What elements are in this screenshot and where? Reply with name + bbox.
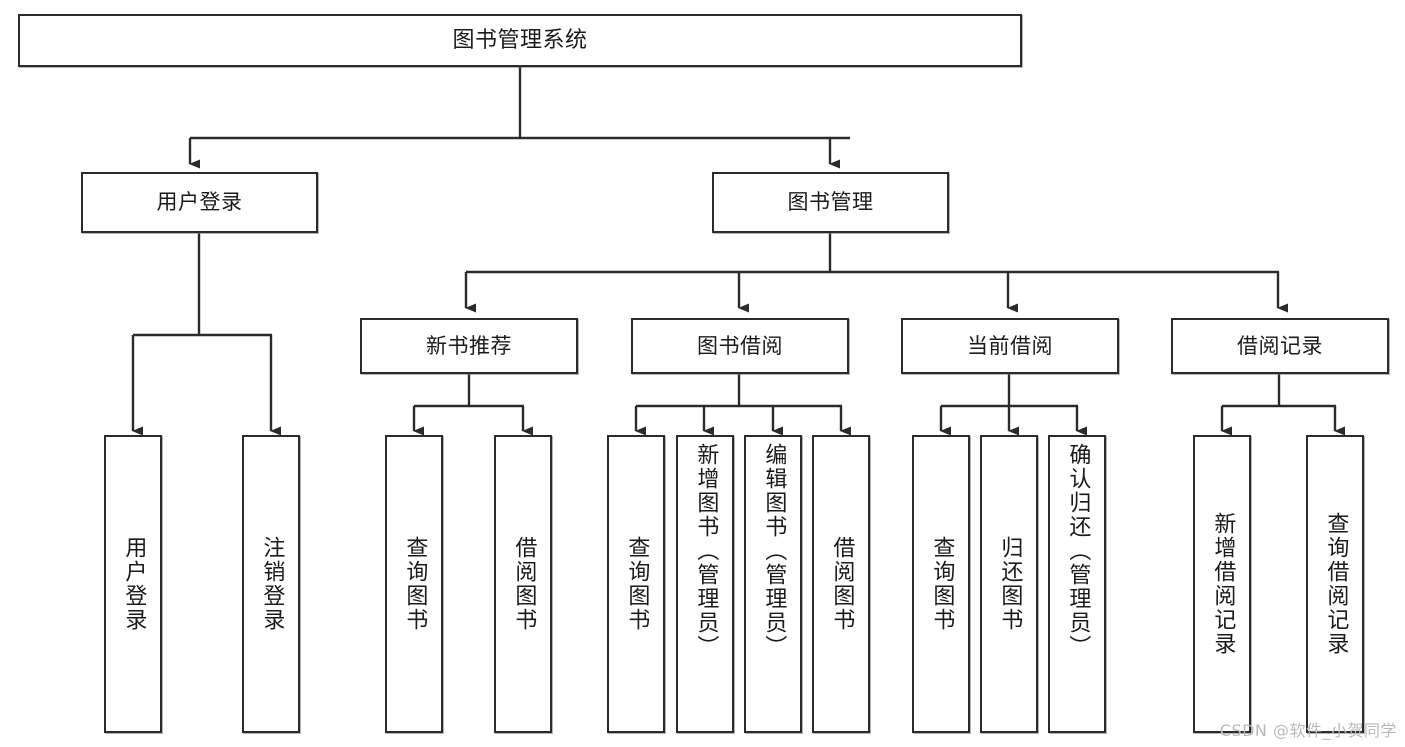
node-new-book-recommend[interactable]: 新书推荐 (360, 318, 578, 374)
leaf-add-book-admin[interactable]: 新增图书（管理员） (676, 435, 734, 733)
node-book-borrow[interactable]: 图书借阅 (631, 318, 849, 374)
leaf-query-book-1-label: 查询图书 (402, 536, 428, 632)
leaf-add-borrow-record-label: 新增借阅记录 (1210, 512, 1236, 656)
leaf-confirm-return-admin-label: 确认归还（管理员） (1065, 443, 1091, 659)
node-book-management[interactable]: 图书管理 (712, 172, 949, 233)
leaf-query-book-2-label: 查询图书 (624, 536, 650, 632)
leaf-return-book-label: 归还图书 (997, 536, 1023, 632)
csdn-watermark: CSDN @软件_小贺同学 (1219, 721, 1397, 740)
node-root-label: 图书管理系统 (452, 27, 588, 53)
node-borrow-record[interactable]: 借阅记录 (1171, 318, 1389, 374)
node-current-borrow-label: 当前借阅 (967, 333, 1053, 358)
leaf-query-book-3[interactable]: 查询图书 (912, 435, 970, 733)
node-borrow-record-label: 借阅记录 (1237, 333, 1323, 358)
leaf-return-book[interactable]: 归还图书 (980, 435, 1038, 733)
leaf-query-book-1[interactable]: 查询图书 (385, 435, 443, 733)
node-root-book-management-system[interactable]: 图书管理系统 (18, 14, 1022, 67)
leaf-query-book-2[interactable]: 查询图书 (607, 435, 665, 733)
node-new-book-recommend-label: 新书推荐 (426, 333, 512, 358)
leaf-confirm-return-admin[interactable]: 确认归还（管理员） (1048, 435, 1106, 733)
leaf-edit-book-admin[interactable]: 编辑图书（管理员） (744, 435, 802, 733)
leaf-borrow-book-1[interactable]: 借阅图书 (494, 435, 552, 733)
node-user-login-label: 用户登录 (156, 190, 243, 215)
leaf-logout-login-label: 注销登录 (259, 536, 285, 632)
leaf-borrow-book-2[interactable]: 借阅图书 (812, 435, 870, 733)
leaf-user-login[interactable]: 用户登录 (104, 435, 162, 733)
leaf-edit-book-admin-label: 编辑图书（管理员） (761, 443, 787, 659)
node-book-borrow-label: 图书借阅 (697, 333, 783, 358)
leaf-borrow-book-1-label: 借阅图书 (511, 536, 537, 632)
leaf-add-book-admin-label: 新增图书（管理员） (693, 443, 719, 659)
node-user-login[interactable]: 用户登录 (81, 172, 318, 233)
node-current-borrow[interactable]: 当前借阅 (901, 318, 1119, 374)
leaf-query-borrow-record[interactable]: 查询借阅记录 (1306, 435, 1364, 733)
leaf-add-borrow-record[interactable]: 新增借阅记录 (1193, 435, 1251, 733)
leaf-user-login-label: 用户登录 (121, 536, 147, 632)
leaf-query-borrow-record-label: 查询借阅记录 (1323, 512, 1349, 656)
leaf-query-book-3-label: 查询图书 (929, 536, 955, 632)
leaf-borrow-book-2-label: 借阅图书 (829, 536, 855, 632)
leaf-logout-login[interactable]: 注销登录 (242, 435, 300, 733)
node-book-management-label: 图书管理 (787, 190, 874, 215)
